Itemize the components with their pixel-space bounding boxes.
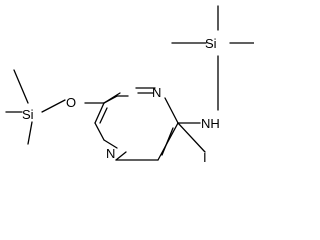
atom-nh: NH [201,116,220,131]
bond-double-inner-2 [161,127,174,156]
atom-si-amine: Si [205,36,217,51]
bond-si2-methyl-top [13,69,29,104]
atom-n1: N [106,146,115,161]
bond-c4-n3 [164,97,179,124]
bond-c5-iodine [177,122,206,153]
bond-ring-e [115,151,127,161]
bond-ring-b [94,122,105,141]
bond-o-si [41,99,66,113]
atom-n3: N [152,85,161,100]
bond-n1-c6 [103,139,118,149]
bond-si2-methyl-bottom [27,121,33,145]
atom-o-ether: O [66,95,76,110]
molecule-structure: N N NH Si O Si I [5,5,254,165]
bond-ring-a [94,102,105,124]
bond-ring-d [103,92,121,104]
atom-iodine: I [203,150,207,165]
bond-double-inner-1 [99,107,108,124]
atom-si-ether: Si [22,107,34,122]
